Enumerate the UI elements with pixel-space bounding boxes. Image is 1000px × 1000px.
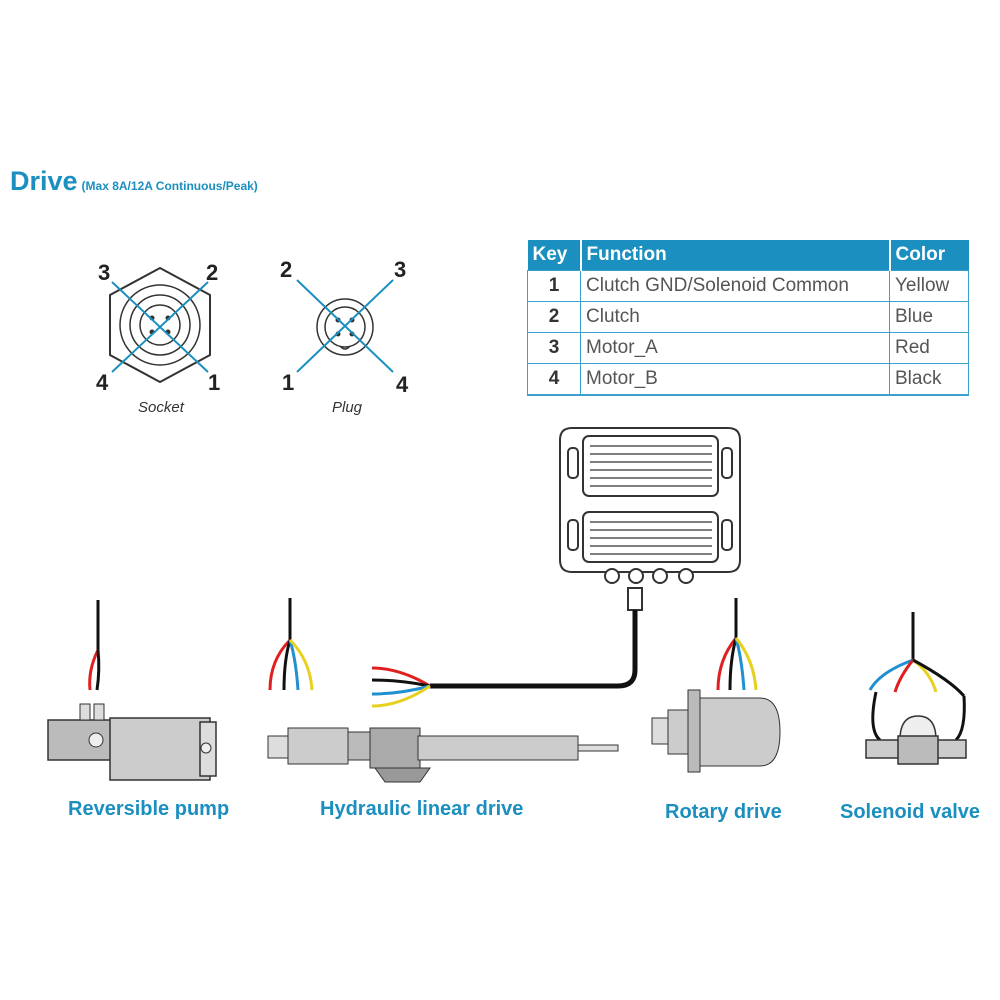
row-key: 2	[527, 301, 581, 333]
linear-drive-label: Hydraulic linear drive	[320, 798, 523, 820]
solenoid-valve: Solenoid valve	[840, 612, 980, 823]
table-row: 1 Clutch GND/Solenoid Common Yellow	[527, 270, 969, 302]
header-color: Color	[889, 240, 969, 271]
header-function: Function	[580, 240, 891, 271]
pin-function-table: Key Function Color 1 Clutch GND/Solenoid…	[527, 240, 969, 396]
row-function: Motor_B	[580, 363, 890, 396]
title-subtitle: (Max 8A/12A Continuous/Peak)	[81, 179, 258, 193]
table-header-row: Key Function Color	[527, 240, 969, 271]
row-function: Clutch GND/Solenoid Common	[580, 270, 890, 302]
plug-label: Plug	[332, 399, 363, 416]
row-color: Yellow	[889, 270, 969, 302]
socket-pin-2: 2	[206, 260, 218, 285]
row-color: Black	[889, 363, 969, 396]
plug-pin-2: 2	[280, 257, 292, 282]
plug-connector: 2 3 1 4 Plug	[280, 257, 409, 416]
socket-pin-3: 3	[98, 260, 110, 285]
socket-pin-1: 1	[208, 370, 220, 395]
hydraulic-linear-drive: Hydraulic linear drive	[267, 598, 619, 820]
plug-pin-4: 4	[396, 372, 409, 397]
autopilot-control-unit	[559, 427, 741, 611]
rotary-drive-label: Rotary drive	[665, 801, 782, 823]
socket-connector: 3 2 4 1 Socket	[96, 260, 220, 416]
row-key: 3	[527, 332, 581, 364]
socket-pin-4: 4	[96, 370, 109, 395]
solenoid-valve-label: Solenoid valve	[840, 801, 980, 823]
row-color: Red	[889, 332, 969, 364]
row-function: Motor_A	[580, 332, 890, 364]
loose-wire-ends	[371, 666, 431, 708]
rotary-drive: Rotary drive	[651, 598, 782, 823]
table-row: 3 Motor_A Red	[527, 332, 969, 364]
drive-cable	[430, 610, 638, 689]
plug-pin-1: 1	[282, 370, 294, 395]
table-row: 4 Motor_B Black	[527, 363, 969, 396]
plug-pin-3: 3	[394, 257, 406, 282]
reversible-pump: Reversible pump	[47, 600, 229, 820]
header-key: Key	[527, 240, 582, 271]
socket-label: Socket	[138, 399, 185, 416]
row-key: 4	[527, 363, 581, 396]
title-text: Drive	[10, 166, 78, 196]
page-title: Drive(Max 8A/12A Continuous/Peak)	[10, 166, 258, 197]
pump-label: Reversible pump	[68, 798, 229, 820]
row-color: Blue	[889, 301, 969, 333]
